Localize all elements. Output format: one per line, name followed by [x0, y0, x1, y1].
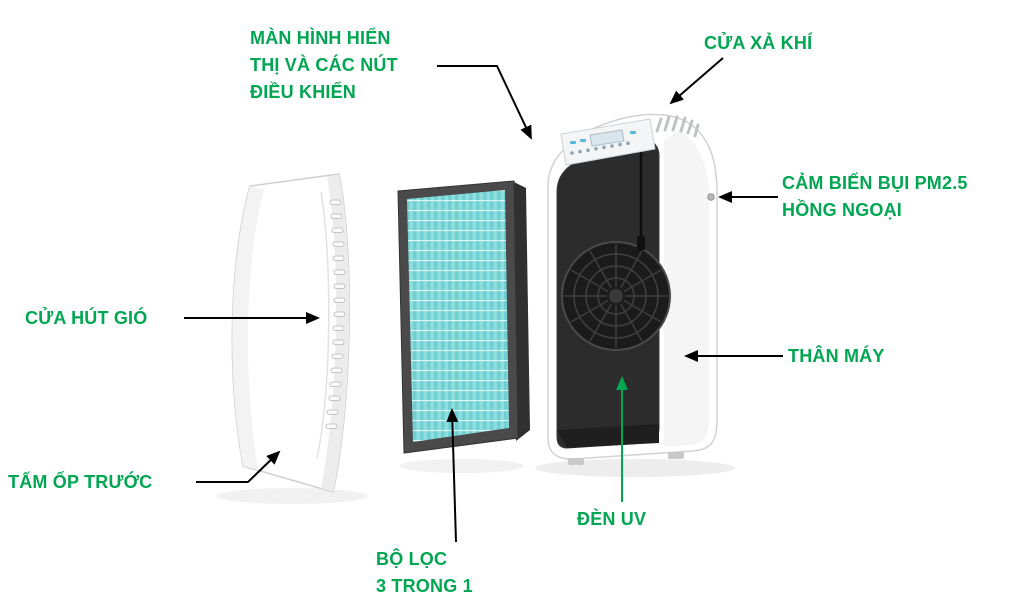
device-main-body — [547, 113, 718, 465]
device-front-cover — [231, 173, 351, 493]
label-line: ĐIỀU KHIỂN — [250, 82, 357, 102]
arrow-display-controls — [437, 65, 532, 140]
label-line: CỬA HÚT GIÓ — [25, 308, 148, 328]
arrow-filter — [446, 408, 459, 543]
dust-sensor-dot — [707, 193, 715, 201]
label-line: 3 TRONG 1 — [376, 576, 473, 596]
device-filter — [397, 180, 530, 454]
display-screen — [589, 129, 625, 147]
label-line: BỘ LỌC — [376, 549, 448, 569]
label-line: CẢM BIẾN BỤI PM2.5 — [782, 173, 968, 193]
label-line: HỒNG NGOẠI — [782, 200, 903, 220]
fan-grille — [561, 241, 671, 351]
label-line: ĐÈN UV — [577, 509, 647, 529]
filter-media — [407, 190, 509, 442]
label-line: THỊ VÀ CÁC NÚT — [250, 55, 398, 75]
label-dust-sensor: CẢM BIẾN BỤI PM2.5 HỒNG NGOẠI — [782, 170, 968, 224]
arrow-air-outlet — [669, 57, 724, 105]
label-display-controls: MÀN HÌNH HIỂN THỊ VÀ CÁC NÚT ĐIỀU KHIỂN — [250, 25, 398, 106]
label-air-outlet: CỬA XẢ KHÍ — [704, 30, 812, 57]
label-front-cover: TẤM ỐP TRƯỚC — [8, 469, 152, 496]
label-air-intake: CỬA HÚT GIÓ — [25, 305, 147, 332]
label-machine-body: THÂN MÁY — [788, 343, 885, 370]
label-line: MÀN HÌNH HIỂN — [250, 28, 391, 48]
label-line: TẤM ỐP TRƯỚC — [8, 472, 153, 492]
label-line: CỬA XẢ KHÍ — [704, 33, 813, 53]
control-panel — [560, 118, 656, 166]
arrow-front-cover — [196, 450, 281, 483]
uv-lamp — [637, 152, 645, 250]
callout-arrows — [184, 57, 783, 543]
label-uv-lamp: ĐÈN UV — [577, 506, 646, 533]
label-line: THÂN MÁY — [788, 346, 885, 366]
label-filter: BỘ LỌC 3 TRONG 1 — [376, 546, 473, 600]
air-outlet-vents — [655, 115, 700, 138]
ground-shadows — [217, 459, 735, 504]
